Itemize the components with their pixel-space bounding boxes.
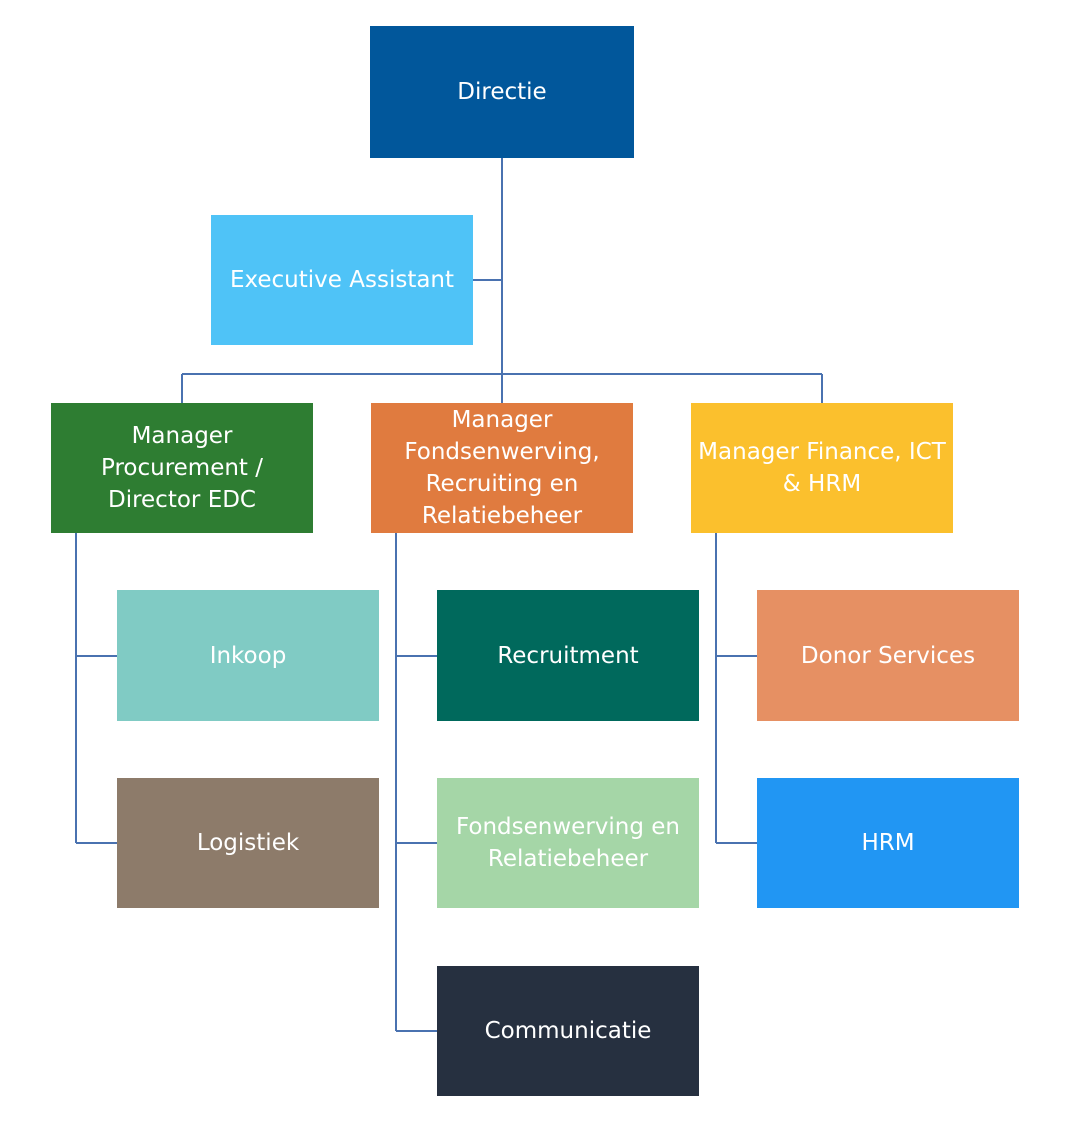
node-manager-finance: Manager Finance, ICT & HRM (691, 403, 953, 533)
node-manager-fondsenwerving: Manager Fondsenwerving, Recruiting en Re… (371, 403, 633, 533)
node-communicatie: Communicatie (437, 966, 699, 1096)
connector-group (75, 158, 823, 1032)
node-inkoop: Inkoop (117, 590, 379, 721)
node-fondsenwerving-relatiebeheer: Fondsenwerving en Relatiebeheer (437, 778, 699, 908)
node-recruitment: Recruitment (437, 590, 699, 721)
node-donor-services: Donor Services (757, 590, 1019, 721)
node-manager-procurement: Manager Procurement / Director EDC (51, 403, 313, 533)
node-hrm: HRM (757, 778, 1019, 908)
node-executive-assistant: Executive Assistant (211, 215, 473, 345)
node-logistiek: Logistiek (117, 778, 379, 908)
node-directie: Directie (370, 26, 634, 158)
